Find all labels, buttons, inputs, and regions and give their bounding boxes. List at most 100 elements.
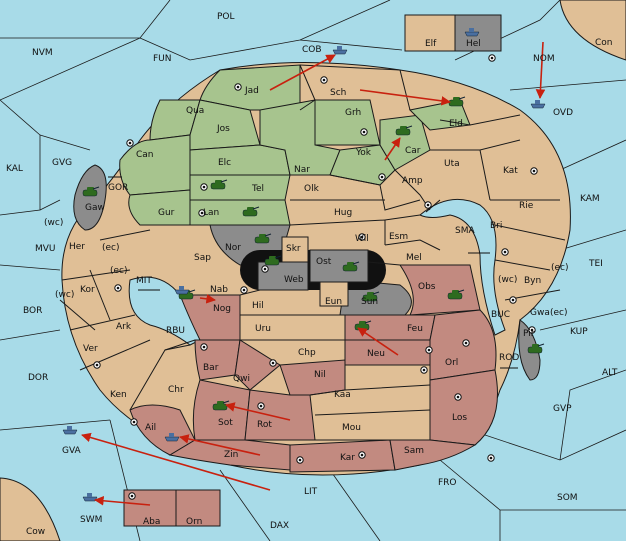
sea-label: RBU [166,326,185,336]
land-label: Sun [361,297,378,307]
land-label: Kaa [334,390,351,400]
land-label: Gaw [85,203,105,213]
land-label: Chp [298,348,316,358]
sea-label: COB [302,45,322,55]
land-label: Feu [407,324,423,334]
province-rot[interactable] [244,389,316,441]
land-label: Hug [334,208,352,218]
coast-label: (ec) [550,308,568,318]
sea-label: GOR [108,183,128,193]
coast-label: (wc) [498,275,517,285]
sea-label: BOR [23,306,42,316]
sea-label: FRO [438,478,457,488]
coast-label: (ec) [110,266,128,276]
coast-label: (wc) [55,290,74,300]
land-label: Chr [168,385,184,395]
sea-label: ROD [499,353,519,363]
sea-label: KAM [580,194,600,204]
sea-label: BUC [491,310,510,320]
land-labels: Jad Sch Qua Jos Grh Eld Can Yok Car Elc … [69,39,550,527]
land-label: Ark [116,322,132,332]
land-label: Amp [402,176,423,186]
land-label: Elf [425,39,437,49]
province-car[interactable] [379,114,431,171]
province-eun[interactable] [319,281,349,307]
land-label: Qwi [233,374,250,384]
province-bar[interactable] [194,339,241,381]
sea-label: KUP [570,327,588,337]
province-orn[interactable] [175,489,221,527]
land-label: Obs [418,282,436,292]
land-label: Esm [389,232,408,242]
land-label: Byn [524,276,541,286]
sea-label: GVA [62,446,82,456]
coast-label: (ec) [102,243,120,253]
land-label: Ver [83,344,98,354]
land-label: Skr [286,244,301,254]
sea-label: OVD [553,108,573,118]
land-label: Bri [490,221,502,231]
land-label: Olk [304,184,320,194]
land-label: Aba [143,517,160,527]
sea-label: DAX [270,521,289,531]
land-label: Can [136,150,154,160]
land-label: Nor [225,243,241,253]
land-label: Nar [294,165,310,175]
sea-label: GVG [52,158,72,168]
sea-label: MIT [136,276,152,286]
land-label: Nab [210,285,228,295]
land-label: Jos [216,124,230,134]
land-label: Wil [355,234,369,244]
land-label: Rot [257,420,272,430]
land-label: Hel [466,39,481,49]
land-label: Orl [445,358,458,368]
land-label: Mou [342,423,361,433]
land-label: Eld [449,119,463,129]
sea-label: SWM [80,515,102,525]
province-sam[interactable] [389,439,477,471]
order-arrows [81,41,546,506]
land-label: Ail [145,423,156,433]
land-label: Grh [345,108,361,118]
land-label: Lan [203,208,219,218]
province-gaw[interactable] [73,164,107,231]
land-label: Qua [186,106,204,116]
land-label: Gwa [530,308,550,318]
land-label: Sch [330,88,346,98]
sea-label: FUN [153,54,172,64]
land-label: Kat [503,166,518,176]
land-label: Elc [218,158,231,168]
province-grh[interactable] [314,99,381,146]
land-label: Sap [194,253,211,263]
province-elf[interactable] [404,14,456,52]
land-label: Orn [186,517,202,527]
land-label: Ken [110,390,127,400]
land-label: Sam [404,446,424,456]
land-label: Gur [158,208,175,218]
sea-label: ALT [602,368,618,378]
land-label: Bar [203,363,219,373]
sea-label: Cow [26,527,45,537]
sea-label: SMA [455,226,475,236]
land-label: Yok [355,148,372,158]
sea-label: POL [217,12,235,22]
land-label: Sot [218,418,233,428]
province-yok[interactable] [329,144,396,186]
land-label: Kar [340,453,355,463]
province-elc[interactable] [189,144,291,176]
land-label: Zin [224,450,238,460]
sea-label: LIT [304,487,318,497]
land-label: Ost [316,257,332,267]
coast-label: (wc) [44,218,63,228]
sea-label: GVP [553,404,572,414]
land-label: Neu [367,349,385,359]
sea-labels: POL NVM FUN COB NOM Con KAL GVG GOR MVU … [6,12,618,537]
land-label: Kor [80,285,95,295]
land-label: Pir [523,329,535,339]
province-neu[interactable] [344,339,431,366]
land-label: Web [284,275,304,285]
province-zin[interactable] [168,439,291,471]
coast-label: (ec) [551,263,569,273]
land-label: Car [405,146,421,156]
